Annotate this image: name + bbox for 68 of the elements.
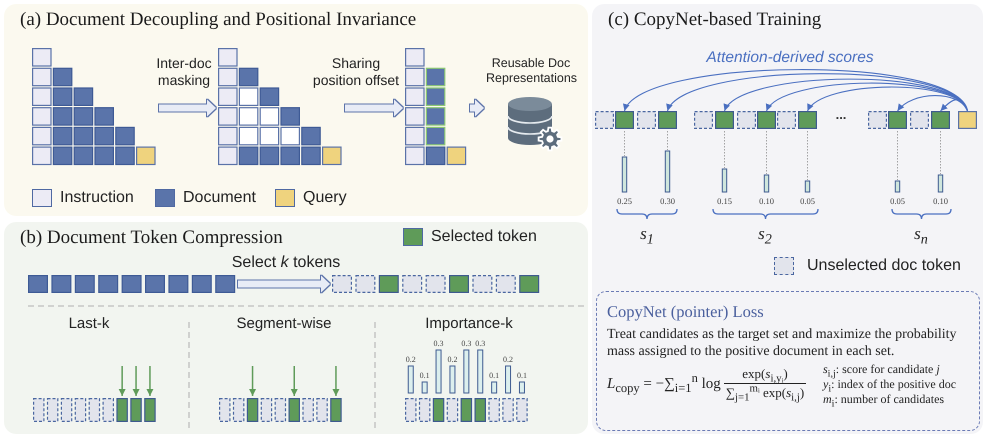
bar-value: 0.30 <box>660 196 675 206</box>
edge-label: Inter-doc masking <box>155 55 213 89</box>
set-label: s$_{n}$ <box>914 224 928 244</box>
ellipsis: ... <box>836 107 846 123</box>
selected-token-icon <box>757 111 776 129</box>
panel-title: (c) CopyNet-based Training <box>608 8 822 32</box>
legend-label: Document <box>183 188 256 208</box>
token-row <box>332 275 540 293</box>
selected-token-icon <box>715 111 734 129</box>
panel <box>592 4 983 434</box>
legend-label: Query <box>303 188 347 208</box>
box-title: CopyNet (pointer) Loss <box>607 302 764 322</box>
legend-label: Selected token <box>431 227 537 247</box>
set-label: s$_{1}$ <box>640 224 654 244</box>
query-token-icon <box>958 111 977 129</box>
subsection-title: Segment-wise <box>236 315 332 333</box>
set-label: s$_{2}$ <box>758 224 772 244</box>
bar-value: 0.3 <box>461 339 472 349</box>
arrow <box>766 82 968 112</box>
bar-value: 0.25 <box>617 196 632 206</box>
edge-label: Select k tokens <box>232 253 340 272</box>
annotation: Attention-derived scores <box>706 48 874 67</box>
arrow <box>159 100 216 116</box>
selected-token-icon <box>888 111 907 129</box>
formula-text: L$_{copy}$ = −∑$_{i=1}$$^{n}$ log <box>607 374 721 392</box>
arrow <box>470 100 484 116</box>
arrow <box>667 73 968 112</box>
paragraph: Treat candidates as the target set and maximize the probability mass assigned to the positive document in each set. <box>607 326 958 360</box>
formula-card <box>596 291 980 431</box>
subsection-title: Importance-k <box>425 315 513 333</box>
definition: m$_{i}$: number of candidates <box>823 392 944 407</box>
subsection-title: Last-k <box>68 315 110 333</box>
bar-value: 0.2 <box>406 355 416 365</box>
bar-value: 0.1 <box>516 371 527 381</box>
panel <box>4 4 588 216</box>
attention-mask-grid <box>32 48 157 167</box>
panel-title: (b) Document Token Compression <box>20 226 283 250</box>
arrow <box>724 78 968 112</box>
arrow <box>940 99 968 112</box>
selected-token-icon <box>615 111 634 129</box>
panel <box>4 222 588 434</box>
legend-label: Instruction <box>60 188 134 208</box>
definition: s$_{i,j}$: score for candidate j <box>823 362 940 377</box>
bar-value: 0.15 <box>717 196 732 206</box>
node-label: Reusable Doc Representations <box>486 56 576 86</box>
arrow <box>897 95 968 112</box>
bar-value: 0.05 <box>890 196 905 206</box>
token-row <box>28 275 236 293</box>
bar-value: 0.05 <box>800 196 815 206</box>
bar-value: 0.3 <box>434 339 444 349</box>
selected-token-icon <box>798 111 817 129</box>
bar-value: 0.2 <box>503 355 514 365</box>
attention-mask-grid <box>405 48 468 167</box>
panel-title: (a) Document Decoupling and Positional Invariance <box>20 8 416 32</box>
formula-denominator: ∑$_{j=1}$$^{mᵢ}$ exp(s$_{i,j}$) <box>724 384 806 402</box>
arrow <box>624 69 968 112</box>
edge-label: Sharing position offset <box>312 55 400 89</box>
bar-value: 0.1 <box>420 371 430 381</box>
bar-value: 0.2 <box>447 355 458 365</box>
legend-label: Unselected doc token <box>807 256 961 276</box>
bar-value: 0.3 <box>475 339 486 349</box>
bar-value: 0.10 <box>759 196 774 206</box>
bar-value: 0.1 <box>489 371 500 381</box>
arrow <box>345 100 403 116</box>
selected-token-icon <box>658 111 677 129</box>
arrow <box>238 276 330 292</box>
bar-value: 0.10 <box>933 196 948 206</box>
selected-token-icon <box>931 111 950 129</box>
